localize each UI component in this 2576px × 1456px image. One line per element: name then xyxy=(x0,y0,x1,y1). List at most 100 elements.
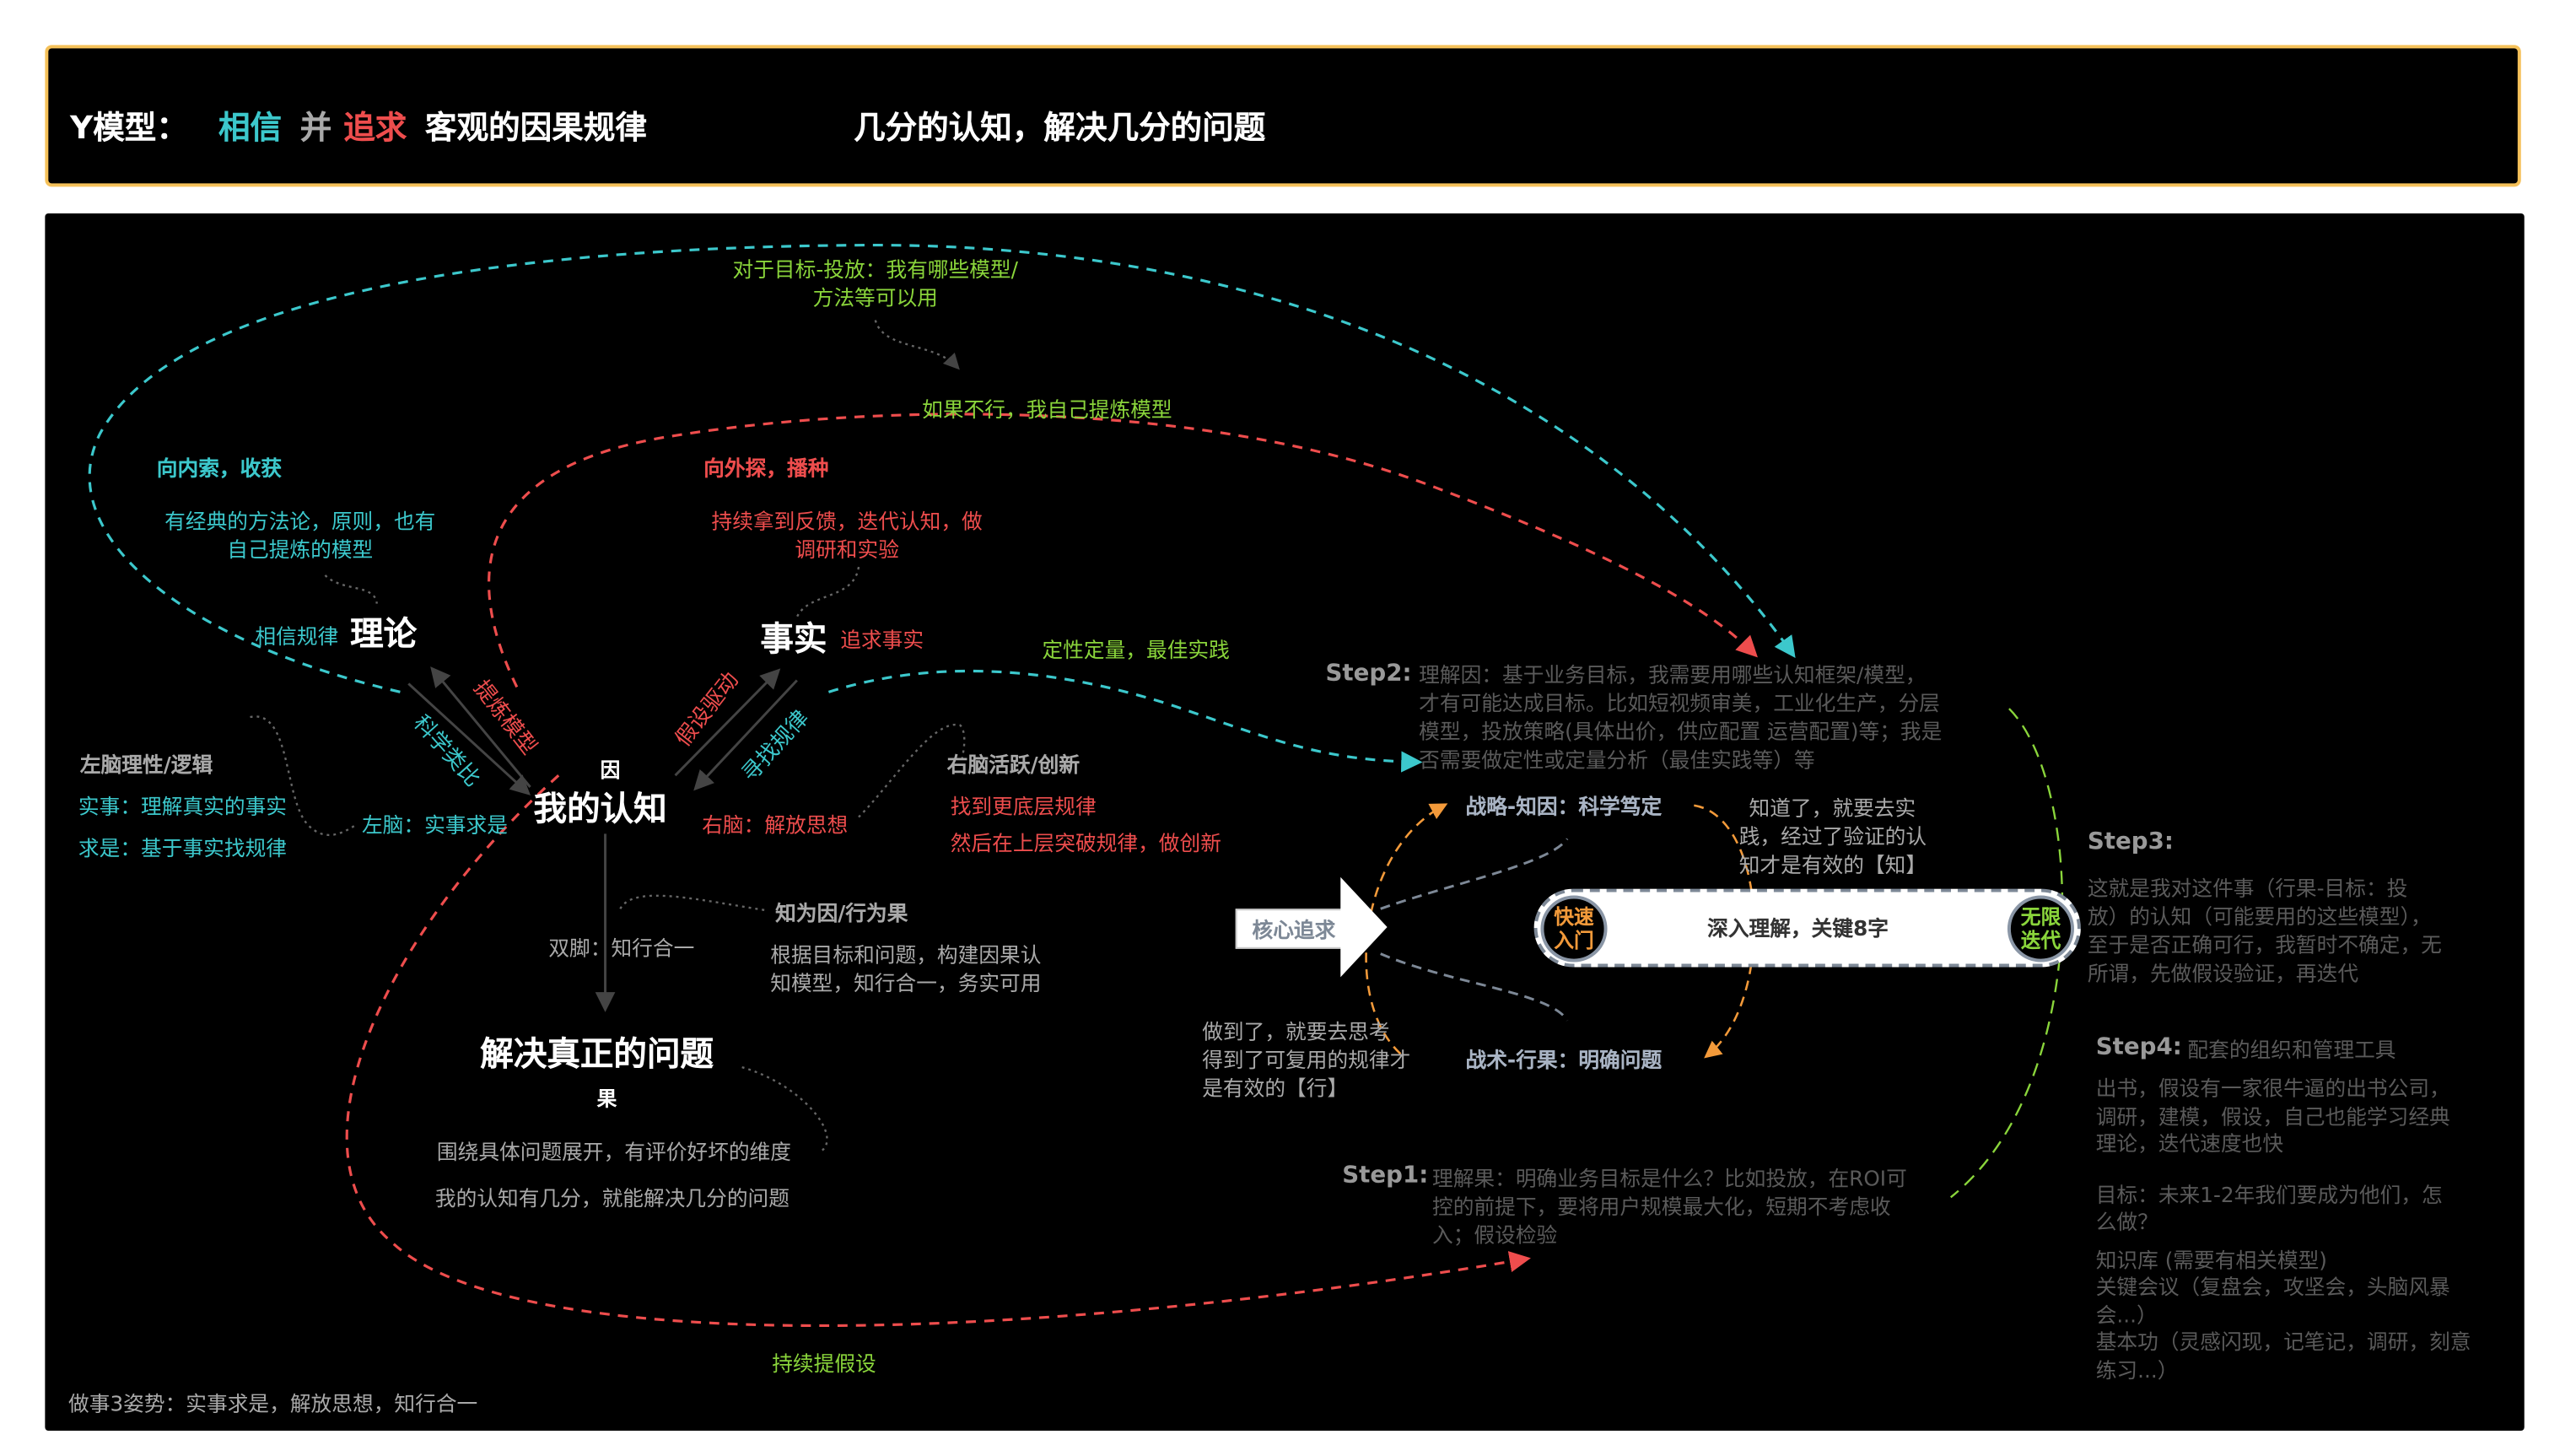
tactic-note-line: 得到了可复用的规律才 xyxy=(1202,1047,1411,1073)
left-panel-line2: 求是：基于事实找规律 xyxy=(78,835,288,860)
know-do-line1: 根据目标和问题，构建因果认 xyxy=(770,941,1042,968)
models-question: 对于目标-投放：我有哪些模型/ 方法等可以用 xyxy=(709,255,1042,311)
left-panel-heading: 左脑理性/逻辑 xyxy=(79,752,213,778)
arrow-to-cognition-right xyxy=(693,679,798,791)
step1-text: 理解果：明确业务目标是什么？比如投放，在ROI可 控的前提下，要将用户规模最大化… xyxy=(1432,1164,1907,1249)
step2-text: 理解因：基于业务目标，我需要用哪些认知框架/模型， 才有可能达成目标。比如短视频… xyxy=(1419,661,1942,774)
postures-note: 做事3姿势：实事求是，解放思想，知行合一 xyxy=(68,1390,478,1416)
fact-heading: 向外探，播种 xyxy=(703,455,829,481)
step4-text: 出书，假设有一家很牛逼的出书公司， 调研，建模，假设，自己也能学习经典 理论，迭… xyxy=(2096,1076,2471,1384)
result-line2: 我的认知有几分，就能解决几分的问题 xyxy=(434,1185,790,1211)
practice-note: 定性定量，最佳实践 xyxy=(1042,637,1230,662)
tactic-note-line: 是有效的【行】 xyxy=(1202,1075,1349,1101)
models-line2: 方法等可以用 xyxy=(812,285,938,310)
teal-practice-curve xyxy=(827,669,1423,773)
red-loop-curve xyxy=(488,413,1758,688)
left-brain-label: 左脑：实事求是 xyxy=(361,812,508,838)
theory-prefix: 相信规律 xyxy=(255,623,339,649)
quick-start-badge: 快速 入门 xyxy=(1540,895,1608,963)
infinite-iteration-badge: 无限 迭代 xyxy=(2007,895,2075,963)
fact-suffix: 追求事实 xyxy=(840,627,924,652)
header-believe: 相信 xyxy=(218,110,283,147)
effect-label: 果 xyxy=(596,1087,617,1111)
badge-line: 迭代 xyxy=(2020,929,2061,952)
dotted-fact xyxy=(795,566,860,617)
strategy-note-line: 践，经过了验证的认 xyxy=(1738,823,1927,849)
pill-center-label: 深入理解，关键8字 xyxy=(1707,915,1889,941)
strategy-note: 知道了，就要去实 践，经过了验证的认 知才是有效的【知】 xyxy=(1739,794,1927,879)
theory-heading: 向内索，收获 xyxy=(156,455,283,481)
tactic-note-line: 做到了，就要去思考 xyxy=(1202,1018,1390,1044)
badge-line: 无限 xyxy=(2020,905,2061,930)
step2-line: 理解因：基于业务目标，我需要用哪些认知框架/模型， xyxy=(1419,661,1927,688)
dotted-know-do xyxy=(619,894,768,912)
theory-desc-line2: 自己提炼的模型 xyxy=(227,537,374,563)
dotted-right-brain xyxy=(858,723,966,818)
gray-dashed-upper xyxy=(1380,838,1569,910)
strategy-note-line: 知道了，就要去实 xyxy=(1749,795,1916,821)
header-slogan: 几分的认知，解决几分的问题 xyxy=(854,110,1266,147)
theory-desc: 有经典的方法论，原则，也有 自己提炼的模型 xyxy=(133,507,466,564)
header-pursue: 追求 xyxy=(343,110,407,147)
cognition-node: 我的认知 xyxy=(533,788,667,829)
header-rest: 客观的因果规律 xyxy=(425,110,647,147)
step3-line: 这就是我对这件事（行果-目标：投 xyxy=(2087,875,2408,901)
result-node: 解决真正的问题 xyxy=(480,1033,714,1074)
cause-label: 因 xyxy=(600,758,621,783)
diagram-canvas xyxy=(45,213,2525,1432)
fact-desc: 持续拿到反馈，迭代认知，做 调研和实验 xyxy=(680,507,1013,564)
badge-line: 快速 xyxy=(1554,905,1594,930)
theory-desc-line1: 有经典的方法论，原则，也有 xyxy=(164,508,436,534)
step4-line: 知识库 (需要有相关模型) xyxy=(2095,1246,2327,1272)
step3-line: 所谓，先做假设验证，再迭代 xyxy=(2087,960,2359,986)
models-line1: 对于目标-投放：我有哪些模型/ xyxy=(732,256,1018,283)
refine-note: 如果不行，我自己提炼模型 xyxy=(922,396,1172,423)
step4-line: 目标：未来1-2年我们要成为他们，怎 xyxy=(2095,1181,2443,1207)
right-panel-line1: 找到更底层规律 xyxy=(950,793,1097,819)
step1-line: 理解果：明确业务目标是什么？比如投放，在ROI可 xyxy=(1431,1165,1907,1191)
header-and: 并 xyxy=(299,110,332,147)
step4-line: 么做？ xyxy=(2095,1209,2158,1234)
dotted-arrow-models xyxy=(874,320,960,370)
know-do-heading: 知为因/行为果 xyxy=(775,900,908,926)
fact-desc-line1: 持续拿到反馈，迭代认知，做 xyxy=(711,508,983,534)
step2-label: Step2: xyxy=(1325,660,1412,688)
right-panel-heading: 右脑活跃/创新 xyxy=(946,752,1081,778)
strategy-label: 战略-知因：科学笃定 xyxy=(1465,793,1663,819)
step4-line: 会...） xyxy=(2095,1301,2158,1327)
arrow-to-fact xyxy=(674,668,781,777)
strategy-note-line: 知才是有效的【知】 xyxy=(1738,852,1927,877)
step4-subtitle: 配套的组织和管理工具 xyxy=(2187,1037,2396,1063)
deep-understanding-pill: 快速 入门 深入理解，关键8字 无限 迭代 xyxy=(1533,888,2081,968)
gray-dashed-lower xyxy=(1380,952,1569,1022)
step2-line: 否需要做定性或定量分析（最佳实践等）等 xyxy=(1419,747,1815,773)
step3-text: 这就是我对这件事（行果-目标：投 放）的认知（可能要用的这些模型）， 至于是否正… xyxy=(2088,874,2442,987)
badge-line: 入门 xyxy=(1554,929,1594,952)
core-pursuit-label: 核心追求 xyxy=(1252,917,1336,942)
dotted-result xyxy=(741,1065,828,1151)
step2-line: 才有可能达成目标。比如短视频审美，工业化生产，分层 xyxy=(1419,690,1940,716)
core-pursuit-arrow xyxy=(1235,909,1350,949)
core-pursuit-arrowhead xyxy=(1340,876,1388,978)
right-panel-line2: 然后在上层突破规律，做创新 xyxy=(950,830,1221,856)
theory-node: 理论 xyxy=(350,613,418,654)
teal-loop-curve xyxy=(88,243,1796,693)
tactic-label: 战术-行果：明确问题 xyxy=(1465,1047,1663,1073)
header-prefix: Y模型： xyxy=(70,110,188,147)
step1-label: Step1: xyxy=(1342,1162,1429,1189)
step4-line: 调研，建模，假设，自己也能学习经典 xyxy=(2095,1103,2450,1129)
fact-node: 事实 xyxy=(760,618,827,659)
step1-line: 入；假设检验 xyxy=(1431,1221,1558,1248)
result-line1: 围绕具体问题展开，有评价好坏的维度 xyxy=(436,1139,791,1164)
header-banner xyxy=(45,45,2521,187)
right-brain-label: 右脑：解放思想 xyxy=(702,812,849,838)
tactic-note: 做到了，就要去思考 得到了可复用的规律才 是有效的【行】 xyxy=(1202,1017,1410,1103)
step4-line: 关键会议（复盘会，攻坚会，头脑风暴 xyxy=(2095,1274,2450,1299)
arrow-to-theory xyxy=(430,666,531,788)
left-panel-line1: 实事：理解真实的事实 xyxy=(78,793,288,819)
step4-line: 基本功（灵感闪现，记笔记，调研，刻意 xyxy=(2095,1329,2471,1355)
dotted-theory xyxy=(324,574,378,604)
know-do-line2: 知模型，知行合一，务实可用 xyxy=(770,970,1042,996)
